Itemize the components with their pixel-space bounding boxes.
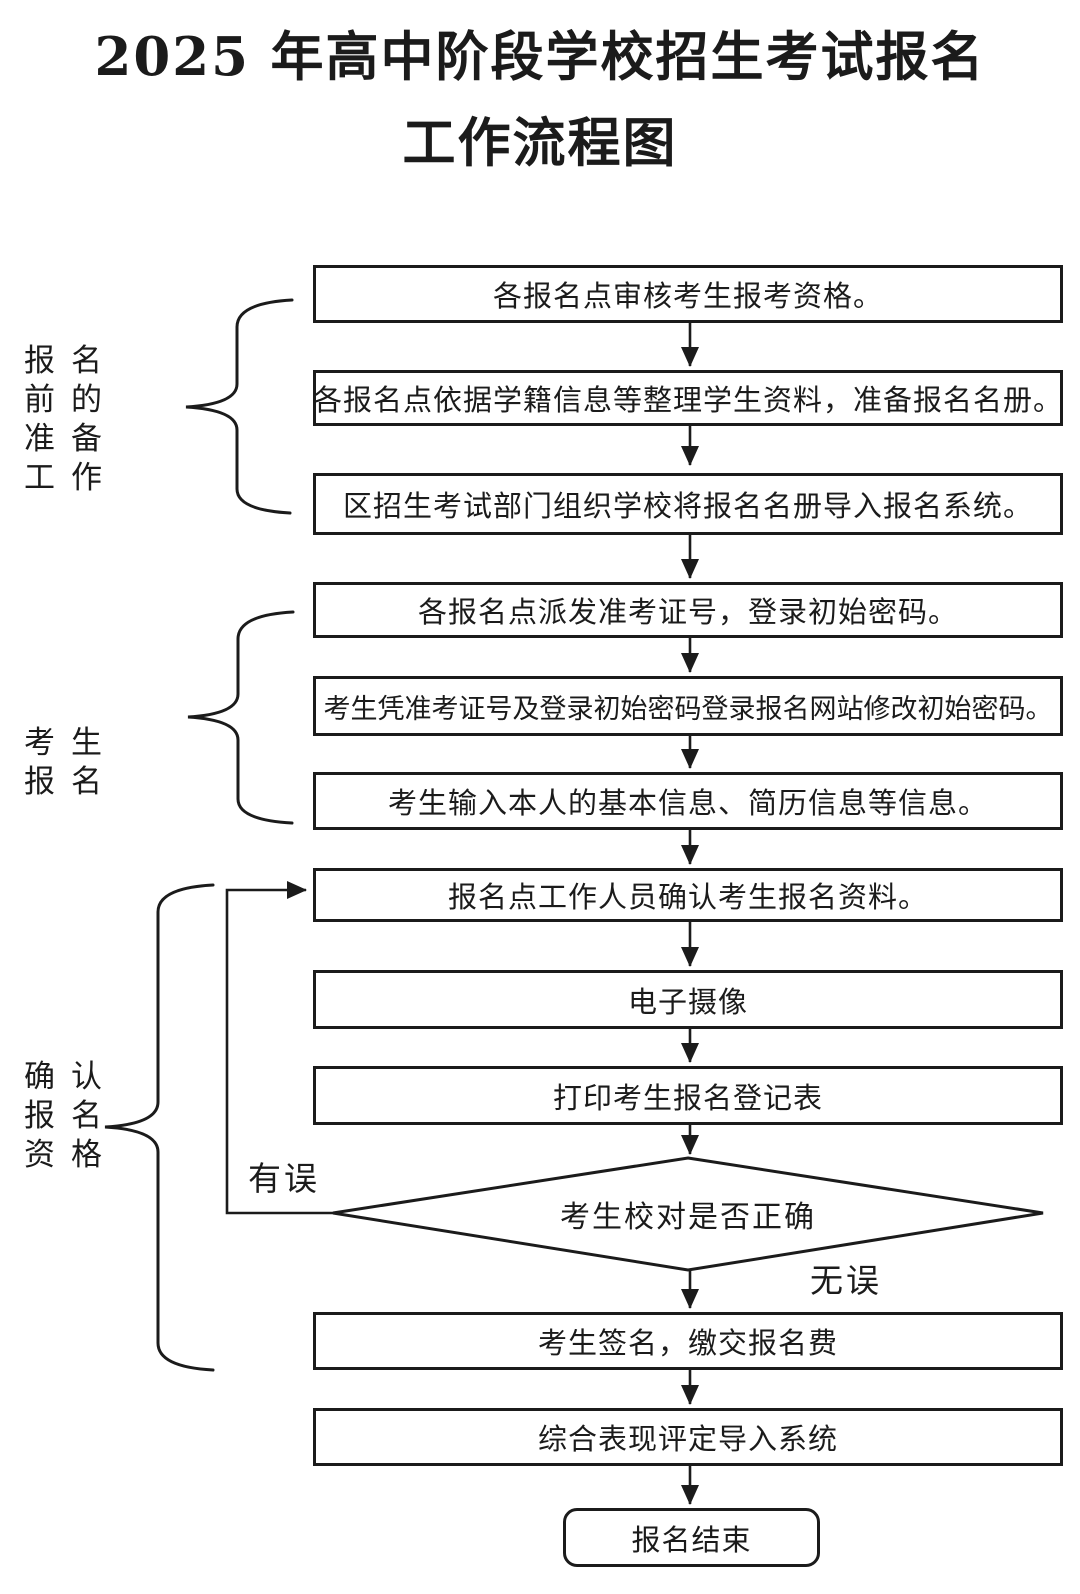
section-label-line: 报名 [24,343,118,379]
flow-node-enter-info: 考生输入本人的基本信息、简历信息等信息。 [313,772,1063,830]
section-label-line: 前的 [24,382,118,418]
section-label-line: 工作 [24,460,118,496]
page-title-line-1: 2025 年高中阶段学校招生考试报名 [94,26,986,88]
brace-section-2 [187,610,295,825]
section-label-line: 报名 [24,764,118,800]
section-label-line: 考生 [24,725,118,761]
page-title: 2025 年高中阶段学校招生考试报名 工作流程图 [0,14,1080,186]
section-braces [104,298,295,1372]
flow-node-audit-qualification: 各报名点审核考生报考资格。 [313,265,1063,323]
flow-node-import-evaluation: 综合表现评定导入系统 [313,1408,1063,1466]
section-label-line: 确认 [24,1059,118,1095]
brace-section-1 [185,298,294,515]
decision-text: 考生校对是否正确 [560,1200,816,1235]
flow-node-end: 报名结束 [563,1508,820,1567]
section-label-preparation: 报名 前的 准备 工作 [24,342,118,498]
flow-node-prepare-roster: 各报名点依据学籍信息等整理学生资料，准备报名名册。 [313,370,1063,426]
flow-node-print-form: 打印考生报名登记表 [313,1066,1063,1125]
branch-label-ok: 无误 [810,1261,882,1300]
section-label-line: 准备 [24,421,118,457]
flow-node-confirm-materials: 报名点工作人员确认考生报名资料。 [313,868,1063,922]
flow-node-import-roster: 区招生考试部门组织学校将报名名册导入报名系统。 [313,473,1063,535]
flow-node-photo: 电子摄像 [313,970,1063,1029]
section-label-line: 报名 [24,1098,118,1134]
page-title-line-2: 工作流程图 [402,112,678,174]
flow-node-sign-pay: 考生签名，缴交报名费 [313,1312,1063,1370]
flow-node-issue-exam-id: 各报名点派发准考证号，登录初始密码。 [313,582,1063,638]
brace-section-3 [104,883,215,1372]
section-label-line: 资格 [24,1137,118,1173]
section-label-candidate-registration: 考生 报名 [24,724,118,802]
flow-node-change-password: 考生凭准考证号及登录初始密码登录报名网站修改初始密码。 [313,676,1063,736]
section-label-confirm-qualification: 确认 报名 资格 [24,1058,118,1175]
branch-label-error: 有误 [248,1159,320,1198]
